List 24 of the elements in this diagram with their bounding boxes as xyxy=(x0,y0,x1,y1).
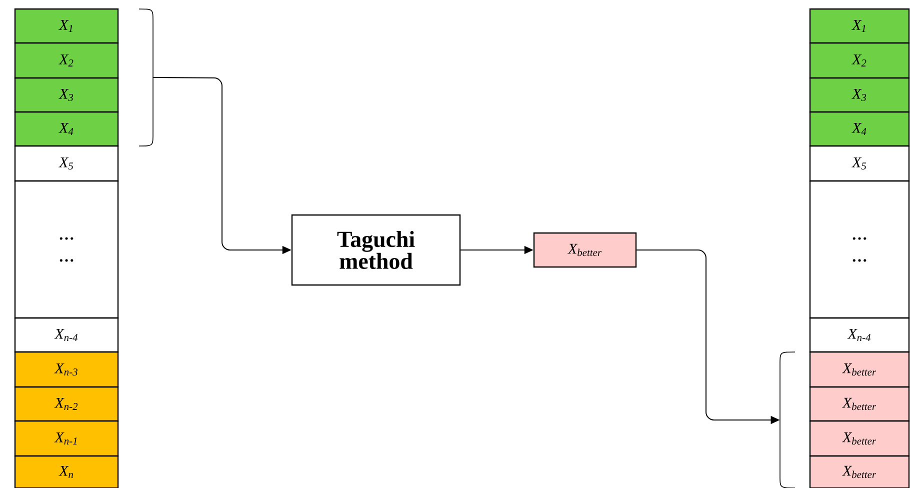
array-cell: X$_{n-2}$ xyxy=(14,386,119,422)
array-cell: X$_{better}$ xyxy=(809,455,910,488)
array-cell: X$_{n-4}$ xyxy=(809,317,910,353)
array-cell: X$_{n-1}$ xyxy=(14,420,119,457)
array-cell: X$_{2}$ xyxy=(14,42,119,79)
array-cell: X$_{3}$ xyxy=(809,77,910,113)
array-cell: X$_{3}$ xyxy=(14,77,119,113)
array-cell: X$_{5}$ xyxy=(809,145,910,182)
array-cell: X$_{better}$ xyxy=(809,351,910,388)
array-cell: X$_{n}$ xyxy=(14,455,119,488)
curly-bracket xyxy=(138,8,154,146)
array-cell: X$_{5}$ xyxy=(14,145,119,182)
array-cell: X$_{n-3}$ xyxy=(14,351,119,388)
array-cell: X$_{2}$ xyxy=(809,42,910,79)
array-cell: X$_{better}$ xyxy=(809,420,910,457)
array-cell: X$_{better}$ xyxy=(809,386,910,422)
array-cell: X$_{4}$ xyxy=(14,111,119,147)
array-cell: X$_{1}$ xyxy=(14,8,119,44)
curly-bracket xyxy=(780,352,796,488)
array-cell: X$_{4}$ xyxy=(809,111,910,147)
array-cell: X$_{n-4}$ xyxy=(14,317,119,353)
process-box: Taguchi method xyxy=(291,214,461,286)
result-box: X$_{better}$ xyxy=(533,232,637,268)
array-cell: X$_{1}$ xyxy=(809,8,910,44)
